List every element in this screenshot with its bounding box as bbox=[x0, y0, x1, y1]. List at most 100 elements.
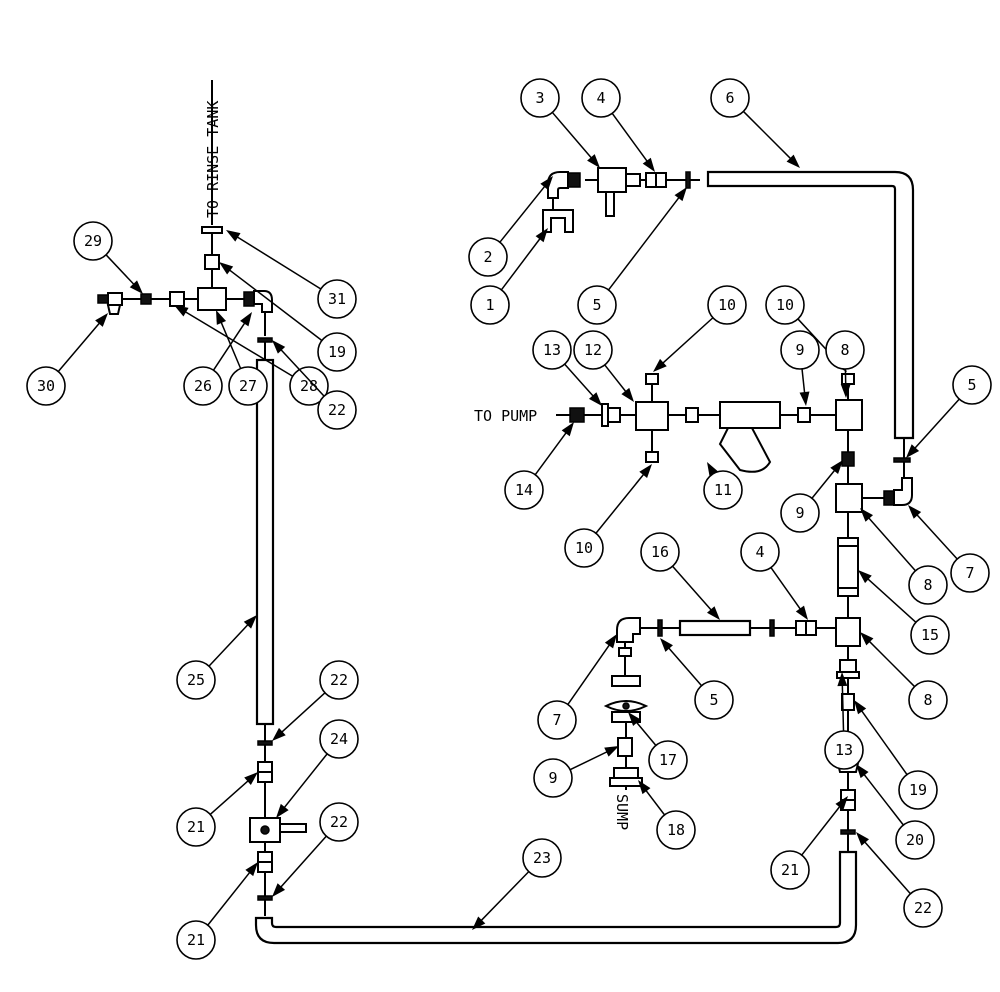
callout-bubble-30 bbox=[26, 366, 66, 406]
callout-arrow-7 bbox=[604, 634, 617, 649]
callout-leader-31 bbox=[234, 234, 322, 290]
callout-bubble-26 bbox=[183, 366, 223, 406]
callout-bubble-5 bbox=[577, 285, 617, 325]
part-15-flow-meter bbox=[837, 537, 859, 597]
callout-number-13: 13 bbox=[543, 341, 561, 359]
part-19-fitting-left bbox=[204, 254, 220, 270]
callout-number-23: 23 bbox=[533, 849, 551, 867]
callout-bubble-13 bbox=[532, 330, 572, 370]
callout-leader-4 bbox=[770, 567, 803, 613]
callout-arrow-27 bbox=[216, 310, 227, 325]
part-25-pipe bbox=[255, 358, 275, 726]
part-1-bracket bbox=[542, 198, 574, 233]
callout-bubble-10 bbox=[564, 528, 604, 568]
callout-leader-17 bbox=[633, 719, 657, 746]
part-13-adapter-upper bbox=[601, 403, 621, 427]
part-8-tee-lower bbox=[835, 617, 861, 647]
callout-arrow-24 bbox=[276, 803, 289, 818]
callout-arrow-14 bbox=[561, 422, 574, 437]
callout-leader-29 bbox=[105, 254, 137, 288]
callout-number-11: 11 bbox=[714, 481, 732, 499]
callout-bubble-24 bbox=[319, 719, 359, 759]
callout-arrow-25 bbox=[243, 615, 257, 629]
part-4-union-lower bbox=[795, 620, 817, 636]
part-4-union-top bbox=[645, 172, 667, 188]
callout-leader-21 bbox=[801, 803, 843, 856]
callout-arrow-6 bbox=[786, 154, 800, 168]
callout-arrow-9 bbox=[799, 391, 810, 406]
callout-leader-28 bbox=[182, 309, 294, 377]
callout-bubble-19 bbox=[898, 770, 938, 810]
callout-bubble-29 bbox=[73, 221, 113, 261]
part-19-fitting-right bbox=[841, 693, 855, 711]
callout-bubble-7 bbox=[537, 700, 577, 740]
callout-leader-12 bbox=[604, 364, 629, 395]
callout-arrow-7 bbox=[908, 505, 922, 519]
callout-bubble-8 bbox=[825, 330, 865, 370]
part-7-elbow-right bbox=[883, 477, 913, 506]
part-22-gasket-4 bbox=[840, 829, 856, 835]
callout-bubble-21 bbox=[176, 920, 216, 960]
callout-bubble-21 bbox=[176, 807, 216, 847]
part-10-plug-bottom-left bbox=[645, 451, 659, 463]
callout-number-28: 28 bbox=[300, 377, 318, 395]
callout-leader-13 bbox=[564, 363, 596, 400]
part-24-ball-valve bbox=[249, 817, 307, 843]
part-8-tee-middle bbox=[835, 483, 863, 513]
callout-number-22: 22 bbox=[330, 671, 348, 689]
callout-number-21: 21 bbox=[781, 861, 799, 879]
callout-bubble-31 bbox=[317, 279, 357, 319]
callout-bubble-7 bbox=[950, 553, 990, 593]
callout-arrow-16 bbox=[706, 606, 720, 620]
callout-number-5: 5 bbox=[967, 376, 976, 394]
callout-leader-7 bbox=[567, 641, 612, 705]
callout-number-9: 9 bbox=[795, 341, 804, 359]
callout-arrow-15 bbox=[858, 570, 872, 584]
callout-arrow-22 bbox=[272, 883, 286, 897]
part-8-tee-top bbox=[835, 399, 863, 431]
callout-leader-22 bbox=[862, 839, 911, 895]
callout-bubble-12 bbox=[573, 330, 613, 370]
callout-leader-9 bbox=[801, 368, 806, 397]
callout-number-30: 30 bbox=[37, 377, 55, 395]
callout-leader-1 bbox=[500, 235, 543, 291]
callout-leader-10 bbox=[659, 317, 714, 366]
callout-arrow-5 bbox=[906, 444, 920, 458]
part-30-drain-valve bbox=[97, 292, 138, 315]
part-9-nipple-right bbox=[797, 407, 811, 423]
callout-arrow-9 bbox=[604, 746, 619, 757]
callout-number-21: 21 bbox=[187, 931, 205, 949]
callout-bubble-22 bbox=[319, 802, 359, 842]
callout-leader-7 bbox=[914, 511, 958, 560]
part-6-pipe bbox=[706, 170, 915, 440]
callout-arrow-5 bbox=[660, 638, 673, 652]
callout-leader-19 bbox=[226, 267, 323, 342]
callout-bubble-8 bbox=[908, 680, 948, 720]
callout-bubble-16 bbox=[640, 532, 680, 572]
callout-number-10: 10 bbox=[718, 296, 736, 314]
callout-arrow-26 bbox=[240, 312, 252, 327]
callout-leader-5 bbox=[607, 194, 682, 291]
callout-number-21: 21 bbox=[187, 818, 205, 836]
callout-number-22: 22 bbox=[328, 401, 346, 419]
callout-arrow-31 bbox=[226, 230, 241, 242]
callout-bubble-5 bbox=[694, 680, 734, 720]
callout-number-8: 8 bbox=[923, 576, 932, 594]
callout-arrow-19 bbox=[219, 262, 234, 275]
callout-number-7: 7 bbox=[965, 564, 974, 582]
callout-bubble-18 bbox=[656, 810, 696, 850]
callout-leader-23 bbox=[478, 871, 530, 924]
callout-arrow-21 bbox=[245, 862, 258, 877]
callout-number-29: 29 bbox=[84, 232, 102, 250]
callout-arrow-23 bbox=[472, 916, 486, 930]
part-5-gasket-lower-left bbox=[657, 619, 663, 637]
callout-number-26: 26 bbox=[194, 377, 212, 395]
callout-number-9: 9 bbox=[795, 504, 804, 522]
callout-bubble-5 bbox=[952, 365, 992, 405]
callout-number-5: 5 bbox=[709, 691, 718, 709]
callout-arrow-5 bbox=[674, 187, 687, 202]
callout-leader-18 bbox=[643, 787, 666, 816]
callout-number-10: 10 bbox=[575, 539, 593, 557]
callout-arrow-10 bbox=[653, 358, 667, 372]
callout-number-5: 5 bbox=[592, 296, 601, 314]
